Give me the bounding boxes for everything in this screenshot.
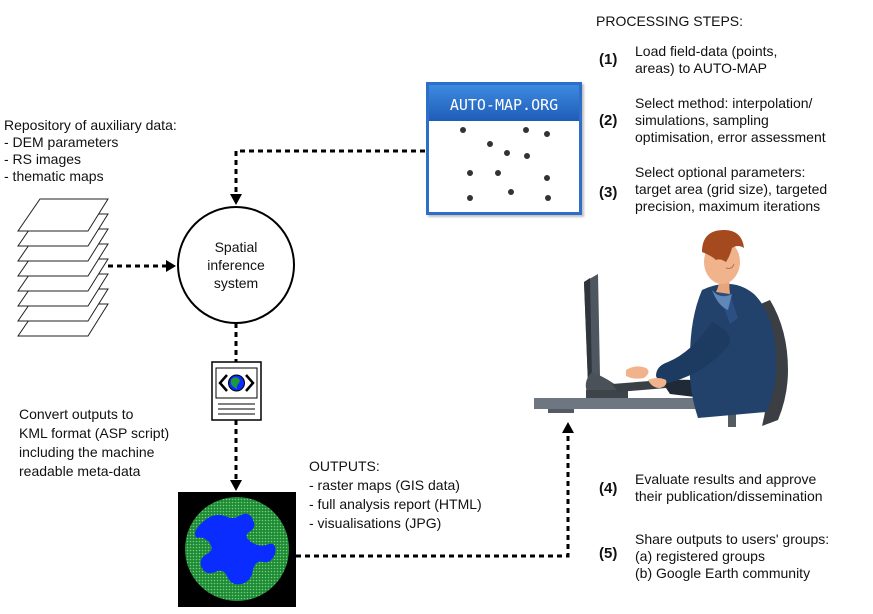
step-line: precision, maximum iterations [635, 198, 821, 214]
map-point [508, 189, 514, 195]
convert-line: Convert outputs to [19, 406, 134, 422]
map-point [544, 131, 550, 137]
map-point [467, 195, 473, 201]
convert-line: KML format (ASP script) [19, 425, 170, 441]
kml-document-icon [211, 361, 262, 421]
step-line: areas) to AUTO-MAP [635, 60, 768, 76]
map-point [524, 153, 530, 159]
step-line: simulations, sampling [635, 112, 769, 128]
outputs-item: - raster maps (GIS data) [309, 477, 460, 493]
step-line: target area (grid size), targeted [635, 181, 828, 197]
step-line: Select optional parameters: [635, 164, 806, 180]
globe-icon [178, 492, 296, 607]
repository-item: - RS images [4, 151, 82, 167]
inference-label-line: inference [207, 257, 265, 273]
step-number: (5) [599, 545, 618, 562]
convert-block: Convert outputs to KML format (ASP scrip… [19, 405, 169, 481]
convert-line: readable meta-data [19, 463, 141, 479]
step-number: (1) [599, 51, 618, 68]
outputs-block: OUTPUTS: - raster maps (GIS data) - full… [309, 457, 482, 533]
map-point [544, 175, 550, 181]
arrow-globe-to-user [296, 422, 574, 558]
map-point [504, 150, 510, 156]
step-line: Load field-data (points, [635, 43, 778, 59]
step-number: (2) [599, 112, 618, 129]
map-point [487, 141, 493, 147]
processing-title: PROCESSING STEPS: [596, 13, 744, 29]
repository-item: - thematic maps [4, 168, 104, 184]
map-point [460, 127, 466, 133]
repository-item: - DEM parameters [4, 134, 119, 150]
outputs-title: OUTPUTS: [309, 458, 380, 474]
layers-stack-icon [17, 198, 109, 337]
convert-line: including the machine [19, 444, 155, 460]
arrow-layers-to-inference [108, 260, 176, 272]
step-line: Share outputs to users' groups: [635, 531, 830, 547]
map-point [545, 195, 551, 201]
outputs-item: - full analysis report (HTML) [309, 496, 482, 512]
step-number: (4) [599, 480, 618, 497]
map-point [495, 170, 501, 176]
arrow-automap-to-inference [230, 149, 425, 205]
step-line: optimisation, error assessment [635, 129, 826, 145]
arrow-document-to-globe [230, 420, 242, 491]
step-line: Evaluate results and approve [635, 471, 817, 487]
step-line: (a) registered groups [635, 548, 765, 564]
inference-label-line: Spatial [214, 239, 258, 255]
step-line: Select method: interpolation/ [635, 95, 813, 111]
inference-label-line: system [213, 275, 259, 291]
step-number: (3) [599, 184, 618, 201]
map-point [523, 127, 529, 133]
automap-title: AUTO-MAP.ORG [429, 85, 579, 121]
inference-label: Spatial inference system [178, 238, 294, 292]
repository-block: Repository of auxiliary data: - DEM para… [4, 117, 177, 185]
outputs-item: - visualisations (JPG) [309, 515, 442, 531]
step-line: their publication/dissemination [635, 488, 823, 504]
person-at-computer-icon [534, 230, 788, 427]
map-point [467, 170, 473, 176]
step-line: (b) Google Earth community [635, 565, 811, 581]
repository-title: Repository of auxiliary data: [4, 117, 177, 133]
automap-window: AUTO-MAP.ORG [426, 82, 582, 215]
